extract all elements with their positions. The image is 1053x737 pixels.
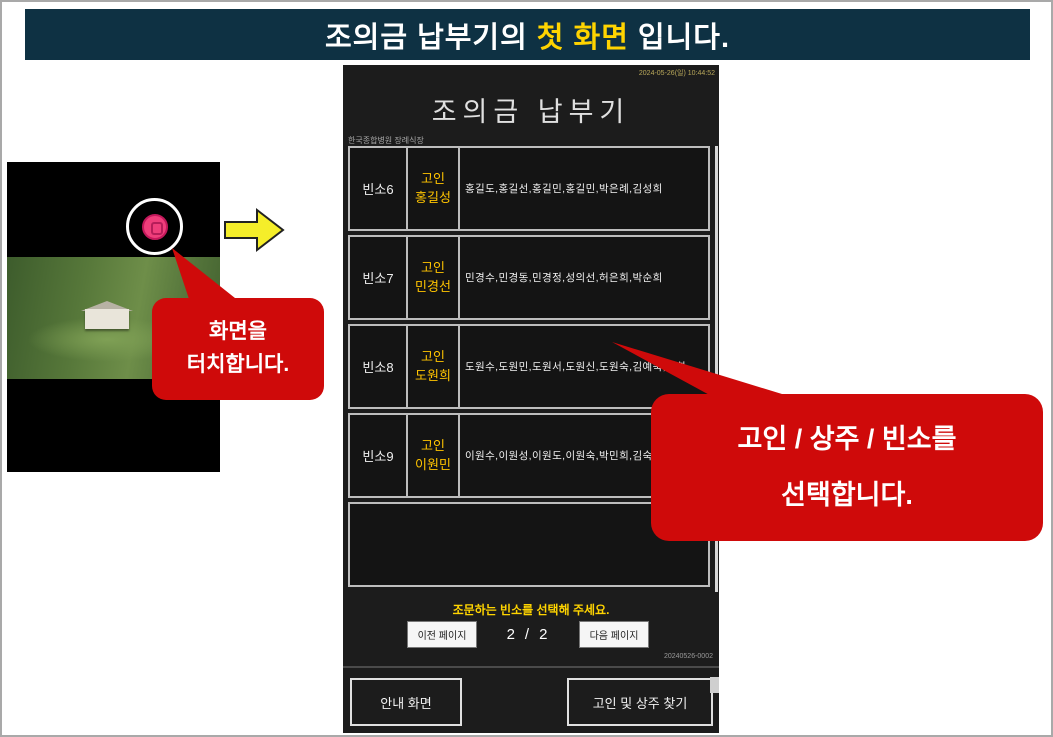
deceased-cell: 고인 홍길성 (406, 148, 460, 229)
kiosk-subtitle: 한국종합병원 장례식장 (348, 136, 424, 145)
deceased-name: 민경선 (415, 278, 451, 294)
house-roof (81, 301, 133, 311)
prev-page-button[interactable]: 이전 페이지 (407, 621, 477, 648)
touch-instruction-bubble: 화면을 터치합니다. (152, 298, 324, 400)
deceased-label: 고인 (421, 259, 445, 275)
select-bubble-line2: 선택합니다. (781, 479, 913, 510)
mourner-names: 민경수,민경동,민경정,성의선,허은희,박순희 (465, 272, 663, 284)
room-number: 빈소8 (362, 360, 394, 375)
deceased-name: 홍길성 (415, 189, 451, 205)
deceased-cell: 고인 도원희 (406, 326, 460, 407)
touch-bubble-line1: 화면을 (209, 320, 267, 344)
room-row-9[interactable]: 빈소9 고인 이원민 이원수,이원성,이원도,이원숙,박민희,김숙희 (348, 413, 710, 498)
guide-screen-button[interactable]: 안내 화면 (350, 678, 462, 726)
room-row-7[interactable]: 빈소7 고인 민경선 민경수,민경동,민경정,성의선,허은희,박순희 (348, 235, 710, 320)
next-page-button[interactable]: 다음 페이지 (579, 621, 649, 648)
page-indicator: 2 / 2 (483, 621, 571, 648)
deceased-cell: 고인 이원민 (406, 415, 460, 496)
list-scrollbar[interactable] (715, 146, 718, 592)
touch-bubble-tail (172, 248, 240, 302)
house-body (85, 309, 129, 329)
banner-title: 조의금 납부기의 첫 화면 입니다. (25, 9, 1030, 60)
page-current: 2 (506, 626, 515, 643)
room-number: 빈소6 (362, 182, 394, 197)
touch-bubble-line2: 터치합니다. (186, 353, 290, 376)
deceased-label: 고인 (421, 437, 445, 453)
banner-text-highlight: 첫 화면 (536, 21, 629, 54)
room-row-6[interactable]: 빈소6 고인 홍길성 홍길도,홍길선,홍길민,홍길민,박은례,김성희 (348, 146, 710, 231)
kiosk-timestamp: 2024-05-26(일) 10:44:52 (638, 70, 715, 77)
document-number: 20240526-0002 (663, 653, 713, 660)
deceased-name: 이원민 (415, 456, 451, 472)
room-number: 빈소7 (362, 271, 394, 286)
selection-prompt: 조문하는 빈소를 선택해 주세요. (452, 603, 610, 617)
mourner-names: 홍길도,홍길선,홍길민,홍길민,박은례,김성희 (465, 183, 663, 195)
arrow-right-icon (224, 207, 285, 253)
room-row-8[interactable]: 빈소8 고인 도원희 도원수,도원민,도원서,도원신,도원숙,김예숙,전희 (348, 324, 710, 409)
banner-text-suffix: 입니다. (637, 21, 731, 54)
footer-divider (343, 666, 719, 668)
kiosk-screen: 2024-05-26(일) 10:44:52 조의금 납부기 한국종합병원 장례… (343, 65, 719, 733)
scroll-chip (710, 677, 719, 693)
touch-target-icon[interactable] (142, 214, 168, 240)
kiosk-title: 조의금 납부기 (431, 97, 631, 127)
room-row-empty (348, 502, 710, 587)
deceased-cell: 고인 민경선 (406, 237, 460, 318)
select-bubble-line1: 고인 / 상주 / 빈소를 (737, 424, 957, 455)
deceased-name: 도원희 (415, 367, 451, 383)
deceased-label: 고인 (421, 170, 445, 186)
mourner-names: 이원수,이원성,이원도,이원숙,박민희,김숙희 (465, 450, 663, 462)
select-bubble-tail (612, 342, 795, 398)
banner-text-prefix: 조의금 납부기의 (324, 21, 528, 54)
deceased-label: 고인 (421, 348, 445, 364)
page-total: 2 (539, 626, 548, 643)
highlight-circle (126, 198, 183, 255)
find-deceased-button[interactable]: 고인 및 상주 찾기 (567, 678, 713, 726)
memorial-room-list: 빈소6 고인 홍길성 홍길도,홍길선,홍길민,홍길민,박은례,김성희 빈소7 고… (348, 146, 710, 591)
mourner-names: 도원수,도원민,도원서,도원신,도원숙,김예숙,전희 (465, 361, 687, 373)
deceased-cell (406, 504, 460, 585)
select-instruction-bubble: 고인 / 상주 / 빈소를 선택합니다. (651, 394, 1043, 541)
page-separator: / (524, 626, 530, 643)
room-number (350, 504, 406, 585)
room-number: 빈소9 (362, 449, 394, 464)
